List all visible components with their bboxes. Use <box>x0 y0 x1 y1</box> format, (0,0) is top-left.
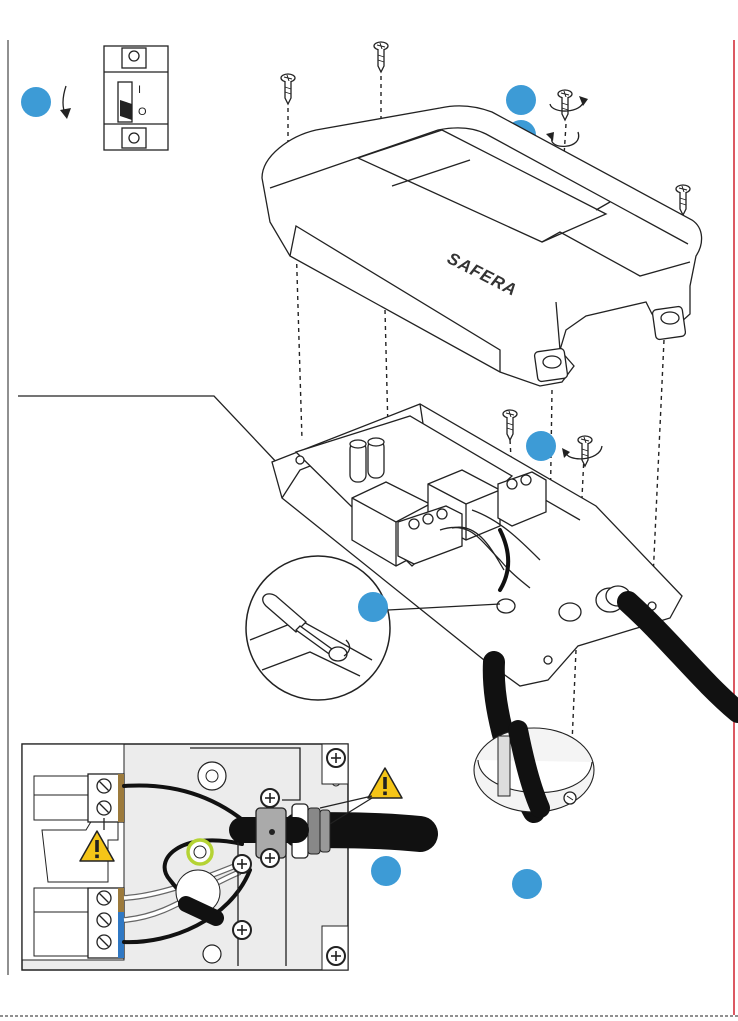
wiring-inset <box>22 744 420 970</box>
rotate-arrow-icon <box>562 436 602 466</box>
screw-icon <box>233 921 251 939</box>
screw-icon <box>281 74 295 104</box>
screw-icon <box>327 947 345 965</box>
step-bubble-7 <box>512 869 542 899</box>
supply-cable <box>628 602 738 712</box>
step-bubble-6 <box>371 856 401 886</box>
device-cover: SAFERA <box>262 106 702 386</box>
circuit-breaker: I O <box>104 46 168 150</box>
rotate-arrow-icon <box>546 90 588 146</box>
step-bubble-5 <box>358 592 388 622</box>
screw-icon <box>261 789 279 807</box>
step-bubble-2 <box>506 85 536 115</box>
screwdriver-detail <box>246 556 390 700</box>
screw-icon <box>233 855 251 873</box>
screw-icon <box>676 185 690 215</box>
warning-triangle-icon <box>368 768 402 798</box>
step-bubble-1 <box>21 87 51 117</box>
screw-icon <box>261 849 279 867</box>
breaker-off-mark: O <box>138 106 147 118</box>
wall-hole <box>474 728 594 812</box>
screw-icon <box>503 410 517 440</box>
screw-icon <box>327 749 345 767</box>
breaker-on-mark: I <box>138 84 141 96</box>
callout-leader <box>18 396 280 466</box>
step-bubble-4 <box>526 431 556 461</box>
screw-icon <box>374 42 388 72</box>
